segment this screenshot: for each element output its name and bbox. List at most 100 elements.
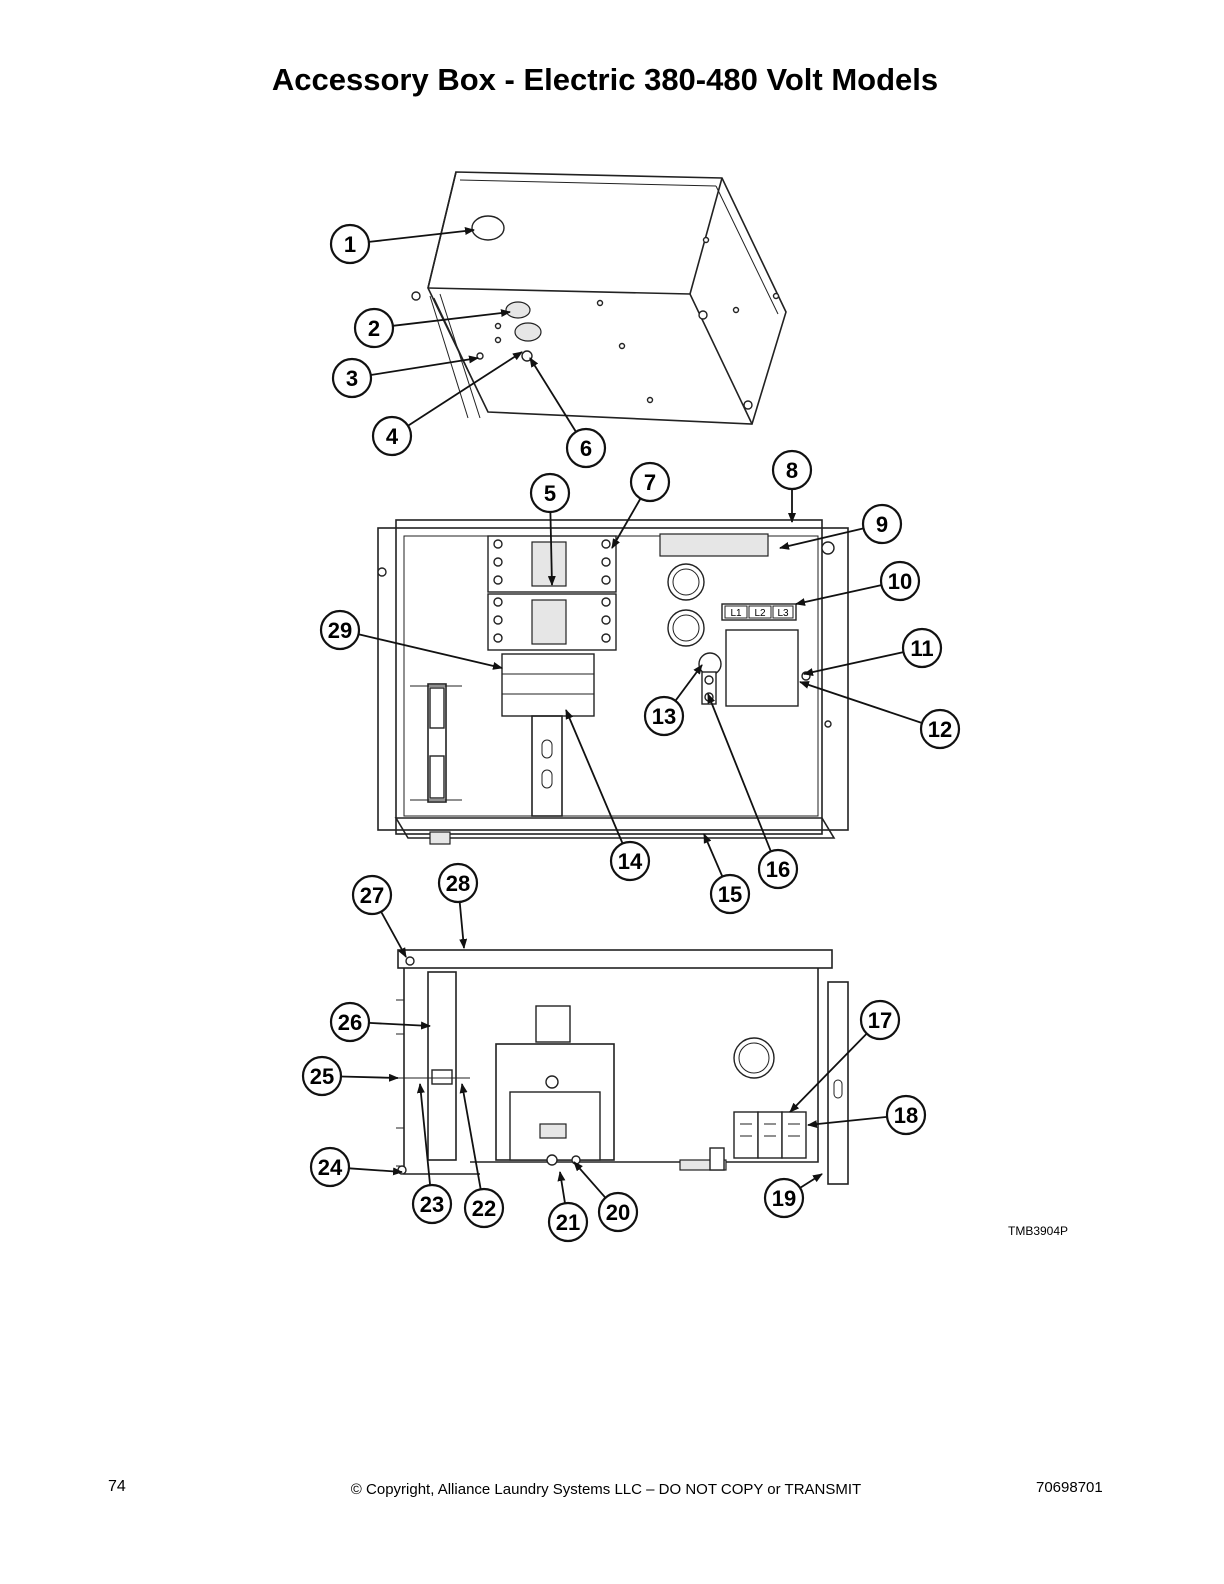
callout-number: 29 bbox=[328, 618, 352, 643]
callout-1: 1 bbox=[329, 223, 371, 265]
callout-circle bbox=[319, 609, 361, 651]
leader-arrow-10 bbox=[795, 584, 882, 606]
callout-7: 7 bbox=[629, 461, 671, 503]
callout-circle bbox=[411, 1183, 453, 1225]
callout-23: 23 bbox=[411, 1183, 453, 1225]
leader-arrow-22 bbox=[459, 1083, 482, 1190]
callout-circle bbox=[629, 461, 671, 503]
callout-circle bbox=[547, 1201, 589, 1243]
leader-arrow-6 bbox=[529, 357, 577, 433]
callout-number: 8 bbox=[786, 458, 798, 483]
callout-circle bbox=[709, 873, 751, 915]
leader-arrow-3 bbox=[370, 355, 479, 376]
leader-arrow-12 bbox=[799, 681, 923, 724]
callout-13: 13 bbox=[643, 695, 685, 737]
callout-number: 28 bbox=[446, 871, 470, 896]
callout-circle bbox=[771, 449, 813, 491]
copyright-notice: © Copyright, Alliance Laundry Systems LL… bbox=[350, 1481, 862, 1498]
leader-arrow-11 bbox=[803, 651, 904, 676]
callout-circle bbox=[329, 223, 371, 265]
callout-number: 12 bbox=[928, 717, 952, 742]
document-number: 70698701 bbox=[1036, 1479, 1103, 1496]
circuit-breaker bbox=[501, 653, 595, 717]
callout-number: 15 bbox=[718, 882, 742, 907]
callout-number: 2 bbox=[368, 316, 380, 341]
callout-circle bbox=[643, 695, 685, 737]
callout-number: 20 bbox=[606, 1200, 630, 1225]
callout-circle bbox=[757, 848, 799, 890]
page-number: 74 bbox=[108, 1478, 126, 1495]
callout-11: 11 bbox=[901, 627, 943, 669]
callout-21: 21 bbox=[547, 1201, 589, 1243]
leader-arrow-5 bbox=[547, 511, 556, 586]
leader-arrow-9 bbox=[779, 527, 864, 550]
callout-22: 22 bbox=[463, 1187, 505, 1229]
callout-circle bbox=[901, 627, 943, 669]
callout-number: 26 bbox=[338, 1010, 362, 1035]
callout-25: 25 bbox=[301, 1055, 343, 1097]
callout-28: 28 bbox=[437, 862, 479, 904]
callout-number: 21 bbox=[556, 1210, 580, 1235]
callout-number: 17 bbox=[868, 1008, 892, 1033]
leader-arrow-23 bbox=[416, 1083, 431, 1186]
din-rail bbox=[531, 715, 563, 817]
callout-circle bbox=[351, 874, 393, 916]
callout-number: 9 bbox=[876, 512, 888, 537]
callout-29: 29 bbox=[319, 609, 361, 651]
leader-arrow-28 bbox=[458, 901, 468, 949]
leader-arrow-29 bbox=[358, 633, 503, 670]
callout-15: 15 bbox=[709, 873, 751, 915]
callout-number: 11 bbox=[910, 636, 933, 661]
callout-number: 4 bbox=[386, 424, 399, 449]
callout-number: 25 bbox=[310, 1064, 334, 1089]
callout-circle bbox=[859, 999, 901, 1041]
callout-number: 22 bbox=[472, 1196, 496, 1221]
leader-arrow-25 bbox=[340, 1073, 399, 1082]
terminal-label-l1: L1 bbox=[730, 608, 742, 619]
callout-17: 17 bbox=[859, 999, 901, 1041]
leader-arrow-16 bbox=[707, 693, 772, 852]
callout-6: 6 bbox=[565, 427, 607, 469]
callout-number: 10 bbox=[888, 569, 912, 594]
callout-number: 13 bbox=[652, 704, 676, 729]
callout-12: 12 bbox=[919, 708, 961, 750]
terminal-label-l2: L2 bbox=[754, 608, 766, 619]
callout-14: 14 bbox=[609, 840, 651, 882]
callout-3: 3 bbox=[331, 357, 373, 399]
callout-circle bbox=[309, 1146, 351, 1188]
figure-reference: TMB3904P bbox=[1008, 1224, 1069, 1238]
callout-10: 10 bbox=[879, 560, 921, 602]
callout-circle bbox=[529, 472, 571, 514]
panel-front-view: L1 L2 L3 bbox=[377, 519, 849, 845]
leader-arrow-15 bbox=[703, 833, 724, 877]
leader-arrow-27 bbox=[380, 911, 407, 958]
callout-number: 24 bbox=[318, 1155, 343, 1180]
leader-arrow-19 bbox=[799, 1173, 823, 1189]
callout-number: 14 bbox=[618, 849, 643, 874]
leader-arrow-18 bbox=[807, 1116, 888, 1129]
leader-arrow-20 bbox=[573, 1161, 607, 1199]
callout-number: 16 bbox=[766, 857, 790, 882]
callout-number: 23 bbox=[420, 1192, 444, 1217]
callout-circle bbox=[565, 427, 607, 469]
callout-19: 19 bbox=[763, 1177, 805, 1219]
terminal-block bbox=[733, 1111, 759, 1159]
callout-24: 24 bbox=[309, 1146, 351, 1188]
callout-number: 5 bbox=[544, 481, 556, 506]
leader-arrow-2 bbox=[392, 309, 511, 327]
leader-arrow-17 bbox=[789, 1032, 868, 1113]
cable-clamp-icon bbox=[505, 301, 531, 319]
callout-16: 16 bbox=[757, 848, 799, 890]
callout-20: 20 bbox=[597, 1191, 639, 1233]
leader-arrow-4 bbox=[407, 351, 523, 427]
callout-circle bbox=[371, 415, 413, 457]
callout-number: 6 bbox=[580, 436, 592, 461]
cable-clamp-icon bbox=[514, 322, 542, 342]
callout-2: 2 bbox=[353, 307, 395, 349]
callout-26: 26 bbox=[329, 1001, 371, 1043]
callout-circle bbox=[879, 560, 921, 602]
callout-circle bbox=[597, 1191, 639, 1233]
callout-number: 7 bbox=[644, 470, 656, 495]
